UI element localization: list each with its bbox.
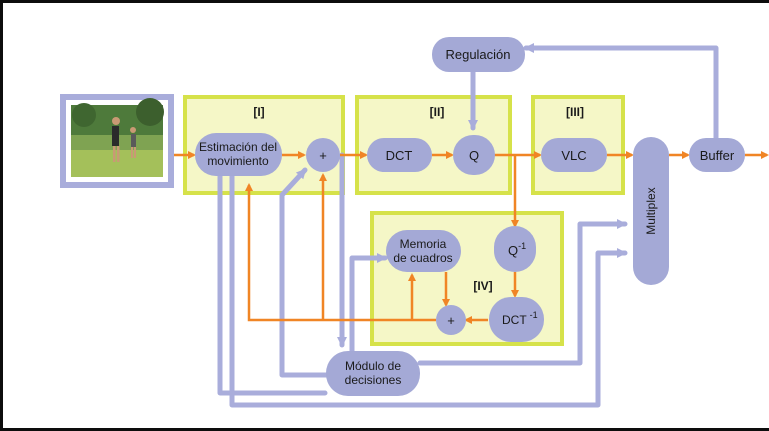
- memoria-label-2: de cuadros: [393, 251, 452, 265]
- multiplex-block: [633, 137, 669, 285]
- estimacion-to-multiplex-line: [229, 173, 628, 408]
- modulo-label-1: Módulo de: [345, 359, 401, 373]
- adder-bottom: [436, 305, 466, 335]
- region-3-label: [III]: [566, 105, 584, 119]
- adder-feedback-line: [245, 183, 436, 322]
- regulacion-block: [432, 37, 525, 72]
- estimacion-to-modulo-line: [217, 172, 328, 396]
- photo-icon: [71, 98, 164, 177]
- memoria-block: [386, 230, 461, 272]
- multiplex-label: Multiplex: [644, 187, 658, 234]
- modulo-label-2: decisiones: [345, 373, 402, 387]
- vlc-label: VLC: [561, 148, 586, 163]
- dctinverse-block: [489, 297, 544, 342]
- estimacion-label-2: movimiento: [207, 154, 269, 168]
- region-1-label: [I]: [253, 105, 264, 119]
- region-4-label: [IV]: [473, 279, 492, 293]
- adder-bottom-label: +: [447, 313, 455, 328]
- region-2-label: [II]: [430, 105, 445, 119]
- estimacion-block: [195, 133, 282, 176]
- buffer-to-regulacion-line: [523, 43, 719, 141]
- q-block: [453, 135, 495, 175]
- qinverse-block: [494, 226, 536, 272]
- modulo-to-multiplex-line: [417, 219, 628, 366]
- q-label: Q: [469, 148, 479, 163]
- adder-top: [306, 138, 340, 172]
- dctinverse-label: DCT-1: [502, 310, 538, 327]
- modulo-to-adder-line: [279, 167, 333, 378]
- dct-label: DCT: [386, 148, 413, 163]
- regulacion-label: Regulación: [445, 47, 510, 62]
- buffer-label: Buffer: [700, 148, 735, 163]
- vlc-block: [541, 138, 607, 172]
- adder-top-label: +: [319, 148, 327, 163]
- memoria-label-1: Memoria: [400, 237, 447, 251]
- modulo-block: [326, 351, 420, 396]
- dct-block: [367, 138, 432, 172]
- buffer-block: [689, 138, 745, 172]
- qinverse-label: Q-1: [508, 241, 526, 258]
- estimacion-label-1: Estimación del: [199, 140, 277, 154]
